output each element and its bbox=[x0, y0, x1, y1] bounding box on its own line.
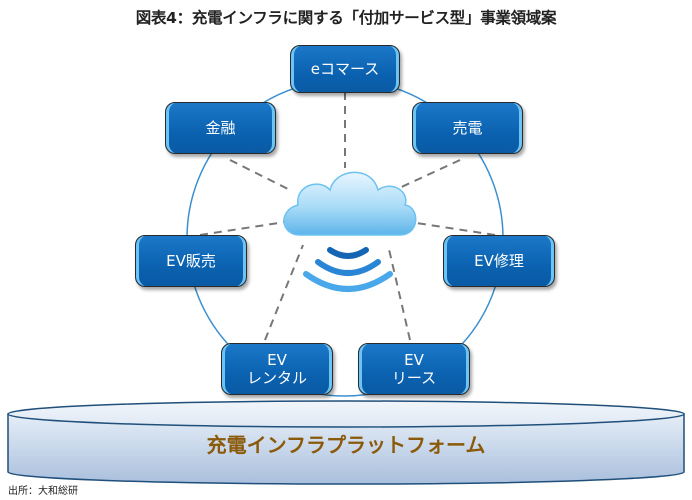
node-label: EV販売 bbox=[166, 252, 216, 270]
node-ev-lease: EV リース bbox=[358, 343, 470, 395]
node-power-sales: 売電 bbox=[412, 102, 523, 154]
node-label: 売電 bbox=[452, 119, 483, 137]
spoke-finance bbox=[229, 159, 291, 191]
node-label: eコマース bbox=[310, 60, 380, 78]
spoke-ev-repair bbox=[409, 221, 496, 236]
spoke-ev-rental bbox=[264, 244, 304, 341]
node-ecommerce: eコマース bbox=[290, 45, 400, 93]
spoke-power-sales bbox=[394, 159, 461, 191]
node-label: EV リース bbox=[391, 351, 437, 387]
platform-label: 充電インフラプラットフォーム bbox=[206, 433, 486, 457]
node-ev-sales: EV販売 bbox=[135, 235, 247, 287]
node-ev-repair: EV修理 bbox=[443, 235, 555, 287]
diagram-title: 図表4：充電インフラに関する「付加サービス型」事業領域案 bbox=[135, 9, 557, 27]
node-label: EV修理 bbox=[474, 252, 524, 270]
spoke-ev-sales bbox=[199, 221, 286, 236]
spoke-ev-lease bbox=[387, 244, 411, 341]
node-ev-rental: EV レンタル bbox=[221, 343, 333, 395]
node-label: EV レンタル bbox=[246, 351, 307, 387]
cloud-wireless-icon bbox=[283, 171, 417, 292]
platform-cylinder bbox=[7, 400, 685, 485]
node-finance: 金融 bbox=[165, 102, 276, 154]
source-note: 出所：大和総研 bbox=[8, 486, 78, 497]
node-label: 金融 bbox=[205, 119, 236, 137]
